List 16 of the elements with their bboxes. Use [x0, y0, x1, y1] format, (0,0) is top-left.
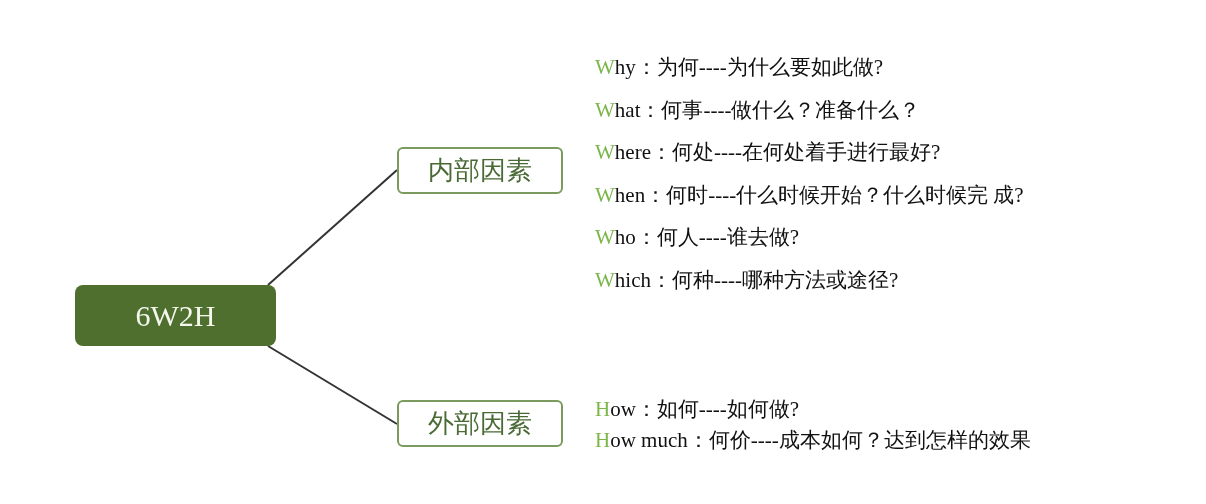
list-item-text: Why：为何----为什么要如此做? — [595, 54, 884, 81]
list-item-text: How much：何价----成本如何？达到怎样的效果 — [595, 427, 1031, 454]
node-label: 外部因素 — [428, 408, 532, 440]
branch-node-box — [397, 147, 563, 194]
list-item-text: Where：何处----在何处着手进行最好? — [595, 139, 941, 166]
list-item-text: When：何时----什么时候开始？什么时候完 成? — [595, 181, 1024, 209]
connector-line — [267, 169, 398, 286]
connector-line — [267, 345, 398, 425]
list-item-text: How：如何----如何做? — [595, 396, 800, 423]
branch-node-box — [397, 400, 563, 447]
node-label: 内部因素 — [428, 155, 532, 187]
root-node-box — [75, 285, 276, 346]
list-item-text: Who：何人----谁去做? — [595, 224, 800, 251]
list-item-text: What：何事----做什么？准备什么？ — [595, 96, 921, 124]
list-item-text: Which：何种----哪种方法或途径? — [595, 266, 899, 294]
node-label: 6W2H — [135, 298, 216, 334]
